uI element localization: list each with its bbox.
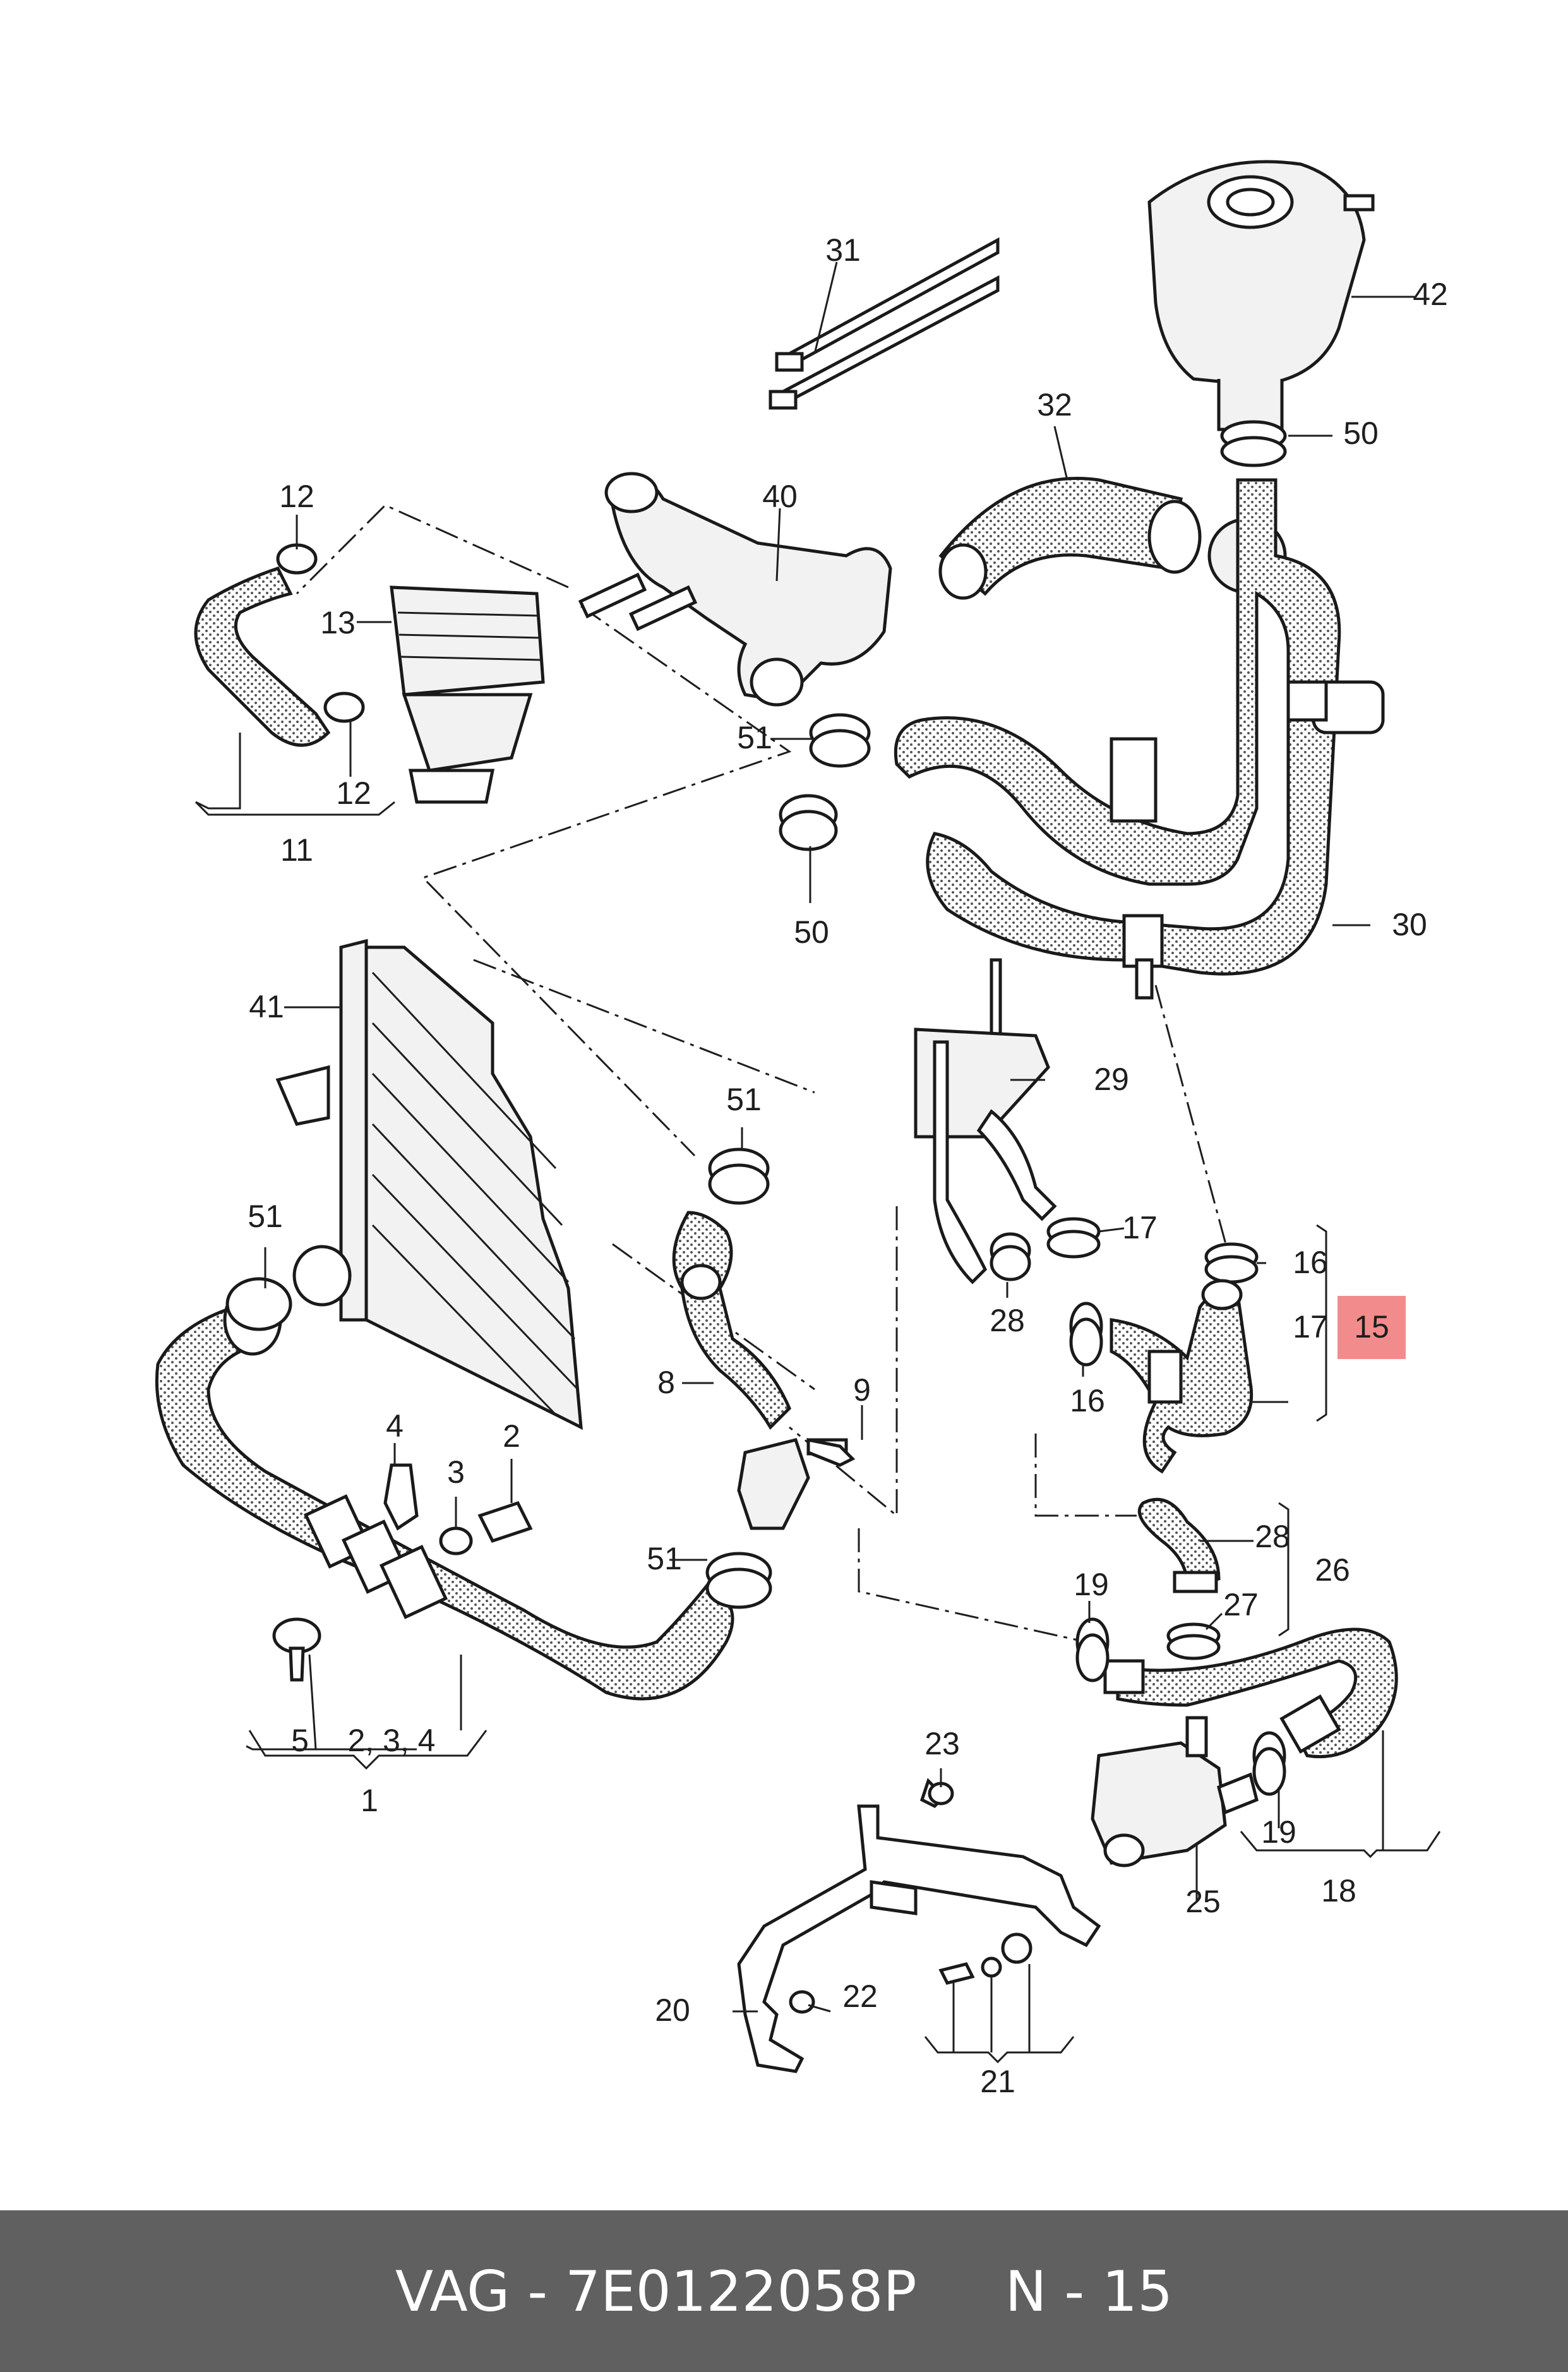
callout-51-upper: 51	[737, 720, 772, 755]
callout-32: 32	[1037, 387, 1072, 422]
callout-51-lower: 51	[647, 1541, 682, 1576]
callout-31: 31	[825, 232, 861, 268]
part-51-clamp-upper	[809, 713, 871, 768]
part-25-pump	[1091, 1716, 1259, 1867]
callout-2-3-4: 2, 3, 4	[348, 1723, 436, 1758]
part-40-flange	[578, 472, 892, 707]
part-20-bracket	[737, 1804, 1101, 2073]
callout-labels: 31 42 50 32 40 12 13 12 11 51 50 30 41 5…	[248, 232, 1448, 2099]
callout-20: 20	[655, 1992, 690, 2028]
callout-51-middle: 51	[726, 1082, 762, 1117]
callout-22: 22	[842, 1979, 878, 2014]
callout-30: 30	[1392, 907, 1427, 942]
callout-29: 29	[1094, 1062, 1129, 1097]
parts-diagram: 31 42 50 32 40 12 13 12 11 51 50 30 41 5…	[155, 160, 1448, 2099]
callout-12-bottom: 12	[336, 776, 371, 811]
highlight-box	[1338, 1296, 1406, 1359]
callout-13: 13	[320, 605, 356, 640]
callout-51-left: 51	[248, 1199, 283, 1234]
callout-5: 5	[291, 1723, 309, 1758]
part-8-hose	[672, 1147, 848, 1609]
part-32-hose	[938, 477, 1287, 600]
part-31-cable-ties	[769, 237, 1000, 410]
callout-1: 1	[361, 1783, 378, 1818]
callout-28-lower: 28	[1255, 1519, 1290, 1554]
part-number-label: VAG - 7E0122058P	[395, 2258, 917, 2324]
callout-19-right: 19	[1261, 1814, 1296, 1850]
callout-15: 15	[1354, 1309, 1389, 1345]
callout-42: 42	[1413, 277, 1448, 312]
callout-17-lower: 17	[1293, 1309, 1328, 1345]
callout-26: 26	[1315, 1552, 1350, 1588]
part-30-hose	[894, 478, 1385, 1000]
part-1-lower-hose	[155, 1277, 734, 1701]
callout-27: 27	[1223, 1587, 1259, 1622]
part-11-hose-group	[194, 543, 365, 747]
footer-bar: VAG - 7E0122058P N - 15	[0, 2210, 1568, 2372]
part-41-radiator	[275, 938, 583, 1430]
callout-23: 23	[925, 1726, 960, 1761]
callout-16-upper: 16	[1293, 1245, 1328, 1280]
part-13-oil-cooler	[390, 585, 545, 804]
callout-3: 3	[447, 1454, 465, 1490]
callout-2: 2	[503, 1418, 520, 1454]
leader-lines	[195, 261, 1441, 2064]
callout-41: 41	[249, 989, 284, 1024]
item-number-label: N - 15	[1005, 2258, 1173, 2324]
part-26-short-hose	[1137, 1497, 1221, 1660]
callout-8: 8	[657, 1365, 675, 1400]
part-50-clamp-middle	[779, 794, 838, 851]
callout-11: 11	[280, 832, 313, 868]
part-15-hose-assembly	[990, 1217, 1259, 1474]
part-18-hose	[1075, 1617, 1398, 1796]
callout-12-top: 12	[279, 479, 314, 514]
callout-17-upper: 17	[1122, 1210, 1158, 1245]
callout-28-upper: 28	[990, 1303, 1025, 1338]
callout-50-top: 50	[1343, 416, 1379, 451]
callout-25: 25	[1185, 1884, 1221, 1919]
callout-9: 9	[853, 1372, 871, 1408]
callout-50-middle: 50	[794, 914, 829, 950]
part-50-clamp-top	[1220, 420, 1287, 467]
parts-2-3-4-sensor	[383, 1463, 533, 1555]
callout-21: 21	[980, 2064, 1015, 2099]
callout-18: 18	[1321, 1873, 1356, 1908]
fasteners	[789, 1437, 1032, 2014]
callout-16-lower: 16	[1070, 1383, 1105, 1418]
callout-4: 4	[386, 1408, 404, 1444]
part-42-expansion-tank	[1147, 160, 1375, 431]
connection-lines	[296, 504, 1239, 1643]
part-29-pipe-bracket	[914, 958, 1057, 1285]
callout-19-left: 19	[1074, 1567, 1109, 1602]
callout-40: 40	[762, 479, 798, 514]
